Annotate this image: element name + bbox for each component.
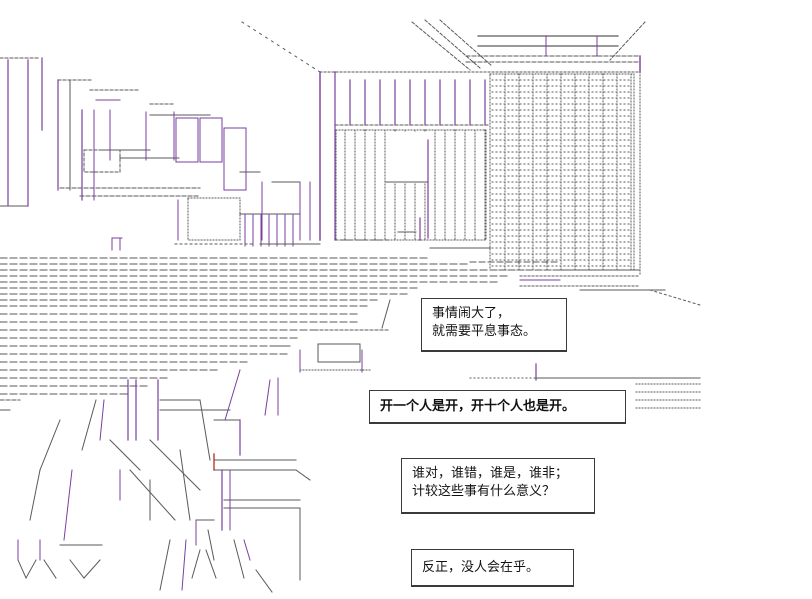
art-stroke xyxy=(207,529,215,561)
art-stroke xyxy=(241,21,321,73)
art-stroke xyxy=(81,399,97,451)
caption-line: 反正，没人会在乎。 xyxy=(422,560,540,575)
art-stroke xyxy=(83,559,101,579)
art-stroke xyxy=(411,21,471,71)
art-stroke xyxy=(149,439,201,491)
caption-box-2: 开一个人是开，开十个人也是开。 xyxy=(369,390,626,424)
caption-line: 谁对，谁错，谁是，谁非； xyxy=(412,466,569,481)
caption-box-1: 事情闹大了， 就需要平息事态。 xyxy=(421,298,567,352)
art-stroke xyxy=(39,419,61,471)
art-stroke xyxy=(609,21,646,61)
art-stroke xyxy=(43,559,57,579)
caption-box-4: 反正，没人会在乎。 xyxy=(411,549,574,587)
art-stroke xyxy=(179,449,191,521)
art-stroke xyxy=(109,439,141,471)
caption-line: 事情闹大了， xyxy=(432,306,511,321)
art-stroke xyxy=(224,369,241,421)
art-stroke xyxy=(129,469,176,521)
caption-box-3: 谁对，谁错，谁是，谁非； 计较这些事有什么意义？ xyxy=(401,458,595,514)
caption-line: 计较这些事有什么意义？ xyxy=(412,484,556,499)
building-lower-grid xyxy=(335,129,487,241)
art-stroke xyxy=(191,549,201,579)
art-stroke xyxy=(17,559,27,579)
art-stroke xyxy=(63,469,73,541)
art-stroke xyxy=(233,539,245,579)
art-stroke xyxy=(295,469,311,481)
art-stroke xyxy=(243,539,251,561)
art-stroke xyxy=(264,379,271,416)
art-stroke xyxy=(159,539,171,591)
art-stroke xyxy=(99,399,105,441)
caption-line: 开一个人是开，开十个人也是开。 xyxy=(380,399,576,414)
desk-piece xyxy=(317,343,361,363)
art-stroke xyxy=(29,469,41,521)
building-grid xyxy=(489,73,635,271)
balcony xyxy=(187,197,241,241)
art-stroke xyxy=(381,299,391,329)
window-opening xyxy=(385,131,429,183)
art-stroke xyxy=(255,569,273,593)
art-stroke xyxy=(649,289,701,306)
art-stroke xyxy=(424,19,481,69)
art-stroke xyxy=(69,559,85,579)
art-stroke xyxy=(199,399,211,461)
art-stroke xyxy=(205,549,217,579)
art-block xyxy=(83,149,121,173)
art-stroke xyxy=(25,559,37,579)
caption-line: 就需要平息事态。 xyxy=(432,324,537,339)
window-frame xyxy=(175,117,199,163)
window-frame xyxy=(223,127,247,191)
art-stroke xyxy=(181,539,187,591)
window-frame xyxy=(199,117,223,163)
art-stroke xyxy=(439,19,493,67)
